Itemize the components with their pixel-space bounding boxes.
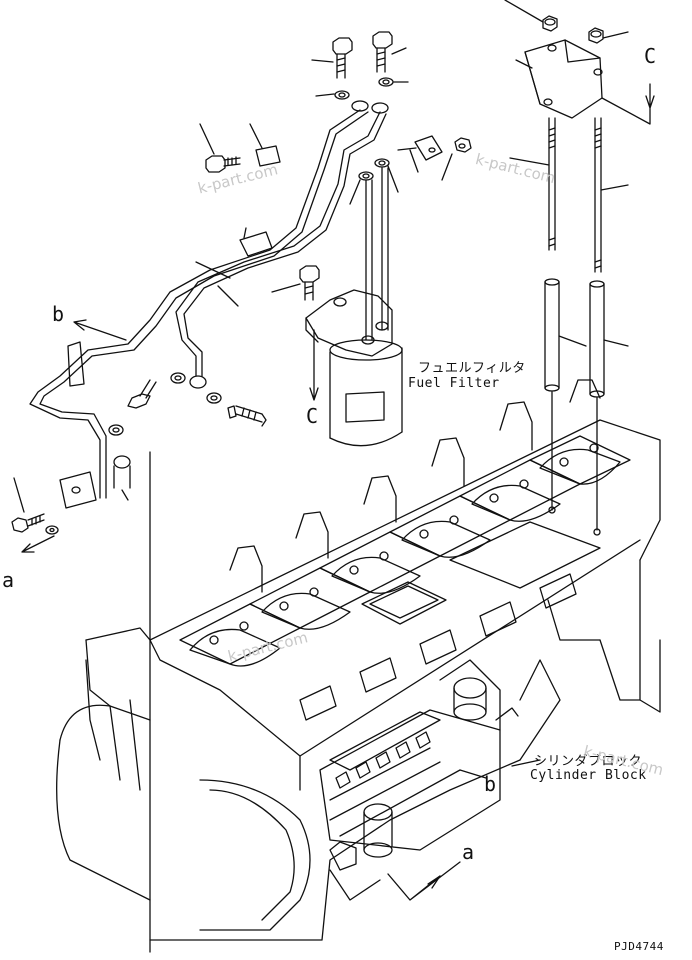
fuel-pipes	[11, 109, 387, 553]
fuel-filter-label-en: Fuel Filter	[408, 376, 500, 391]
fuel-filter-label-jp: フュエルフィルタ	[418, 361, 526, 376]
engine-block-drawing	[56, 451, 541, 953]
reference-b-top: b	[52, 302, 65, 326]
cylinder-block-label-en: Cylinder Block	[530, 768, 647, 783]
reference-a-left: a	[2, 568, 15, 592]
fuel-filter-drawing	[271, 265, 403, 447]
reference-c-top: C	[644, 44, 657, 68]
cylinder-block-label-jp: シリンダブロック	[534, 754, 643, 769]
bracket-assembly	[504, 0, 655, 531]
reference-a-bottom: a	[462, 840, 475, 864]
drawing-code: PJD4744	[614, 940, 664, 953]
bolts-and-washers	[199, 31, 472, 341]
cylinder-head-drawing	[85, 379, 661, 791]
reference-b-right: b	[484, 772, 497, 796]
reference-c-filter: C	[306, 404, 319, 428]
